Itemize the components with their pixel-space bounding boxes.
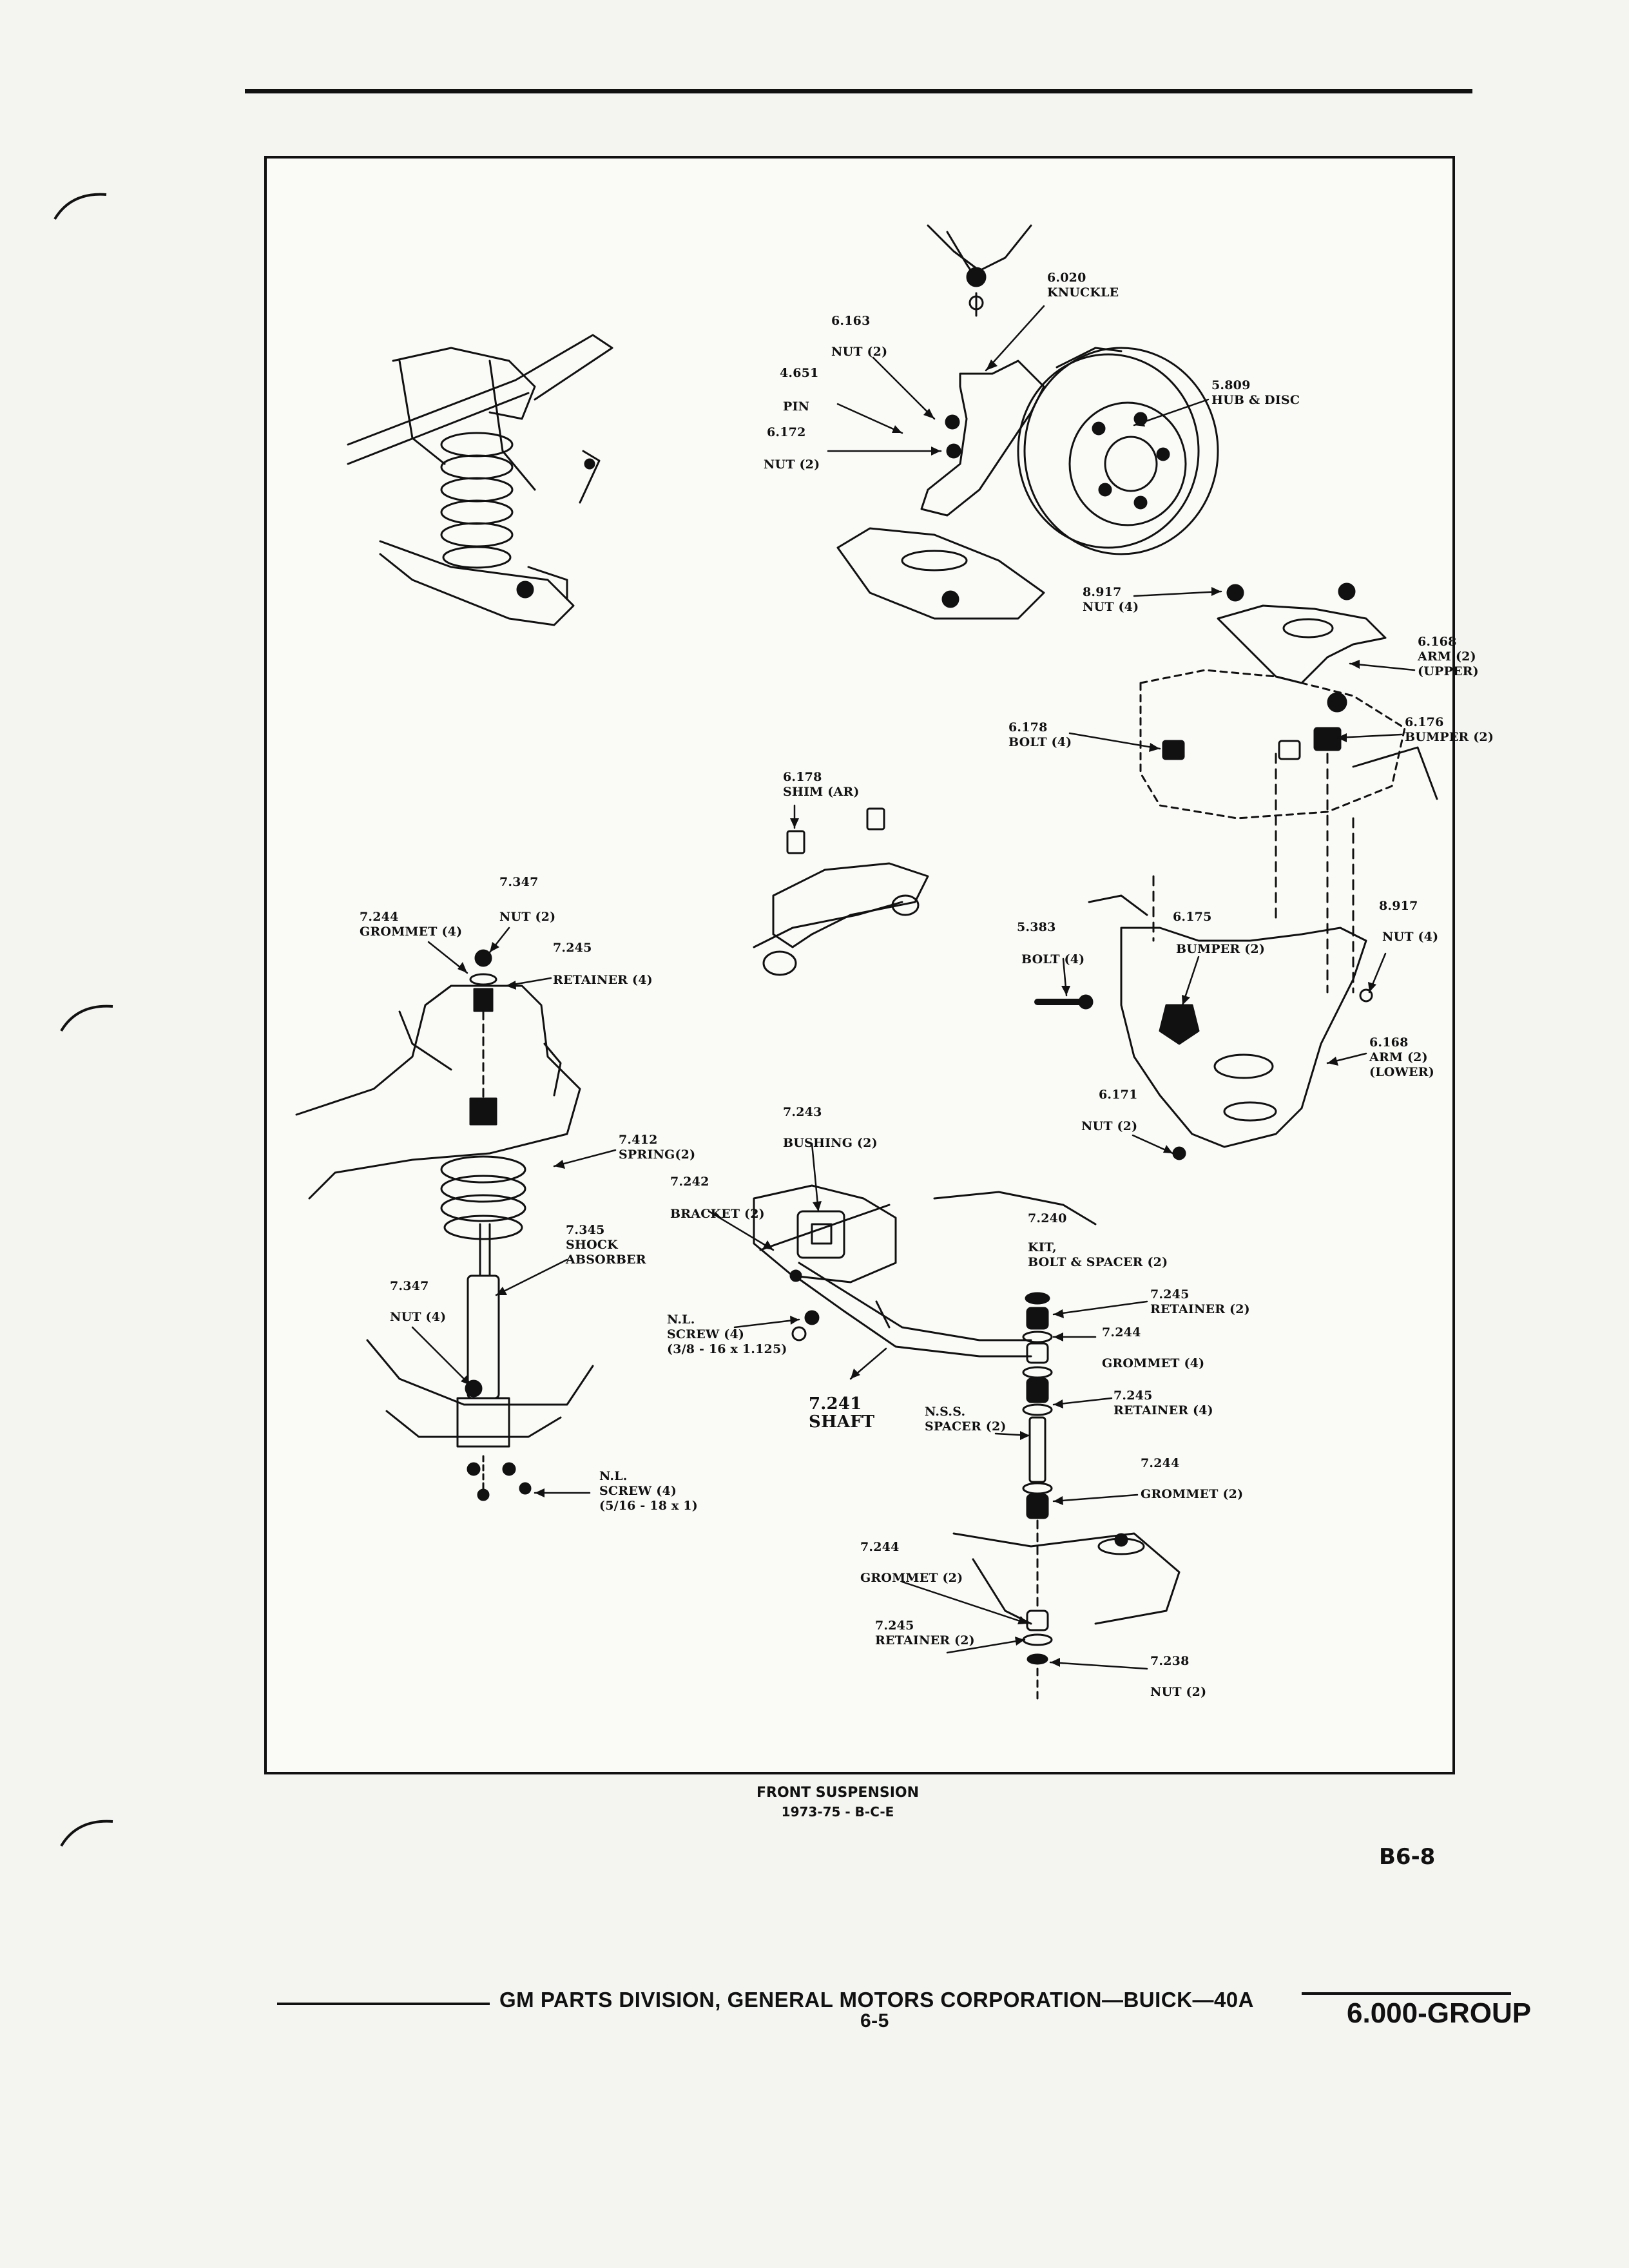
callout-l45: GROMMET (2) <box>1141 1487 1244 1501</box>
callout-l51: NUT (2) <box>1150 1685 1207 1699</box>
page-code: B6-8 <box>1379 1844 1436 1870</box>
callout-l27: NUT (2) <box>1081 1119 1138 1133</box>
callout-l24: NUT (4) <box>1382 930 1439 944</box>
callout-l29: BUSHING (2) <box>783 1136 878 1150</box>
callout-l22: BOLT (4) <box>1021 952 1085 966</box>
knuckle-hub-illustration <box>836 224 1219 620</box>
callout-l36: 7.347 <box>390 1279 429 1293</box>
callout-l1: 6.020 KNUCKLE <box>1047 271 1119 300</box>
callout-l49: 7.245 RETAINER (2) <box>875 1619 975 1648</box>
spring-frame-illustration <box>347 334 613 626</box>
stabilizer-shaft-illustration <box>753 1184 1097 1358</box>
callout-l35: KIT, BOLT & SPACER (2) <box>1028 1240 1168 1269</box>
callout-l15: 7.244 GROMMET (4) <box>360 910 463 939</box>
callout-l14: 7.347 <box>499 875 539 889</box>
callout-l7: NUT (2) <box>764 457 820 472</box>
callout-l33: 7.240 <box>1028 1211 1067 1225</box>
callout-l8: 5.809 HUB & DISC <box>1211 378 1300 407</box>
callout-l41: GROMMET (4) <box>1102 1356 1205 1370</box>
callout-l18: RETAINER (4) <box>553 973 653 987</box>
callout-l12: 6.176 BUMPER (2) <box>1405 715 1494 744</box>
callout-l34: 7.345 SHOCK ABSORBER <box>566 1223 646 1267</box>
callout-l4: 4.651 <box>780 366 819 380</box>
callout-shaft: 7.241 SHAFT <box>809 1394 875 1432</box>
callout-l11: 6.178 BOLT (4) <box>1008 720 1072 749</box>
group-number: 6.000-GROUP <box>1347 1997 1532 2029</box>
shock-absorber-illustration <box>295 949 594 1503</box>
arrow-heads <box>458 360 1376 1667</box>
callout-l2: 6.163 <box>831 314 871 328</box>
callout-l26: 6.171 <box>1099 1088 1138 1102</box>
callout-l13: 6.178 SHIM (AR) <box>783 770 860 799</box>
callout-l20: 6.175 <box>1173 910 1212 924</box>
shim-arm-illustration <box>753 807 929 976</box>
callout-l23: BUMPER (2) <box>1176 942 1266 956</box>
callout-l17: 7.245 <box>553 941 592 955</box>
callout-l10: 6.168 ARM (2) (UPPER) <box>1418 635 1479 678</box>
callout-l28: 7.243 <box>783 1105 822 1119</box>
lower-arm-illustration <box>1034 753 1373 1160</box>
callout-l37: 7.245 RETAINER (2) <box>1150 1287 1250 1316</box>
callout-l38: NUT (4) <box>390 1310 447 1324</box>
link-bolt-illustration <box>952 1292 1181 1702</box>
callout-l39: N.L. SCREW (4) (3/8 - 16 x 1.125) <box>667 1312 787 1356</box>
diagram-caption-subtitle: 1973-75 - B-C-E <box>781 1804 894 1820</box>
callout-l42: 7.245 RETAINER (4) <box>1113 1389 1213 1418</box>
callout-l6: 6.172 <box>767 425 806 439</box>
callout-l48: GROMMET (2) <box>860 1571 963 1585</box>
callout-l43: N.S.S. SPACER (2) <box>925 1405 1007 1434</box>
binder-hole-mark <box>60 1004 113 1032</box>
callout-l3: NUT (2) <box>831 345 888 359</box>
callout-l30: 7.412 SPRING(2) <box>619 1133 696 1162</box>
upper-arm-illustration <box>1139 582 1438 994</box>
binder-hole-mark <box>60 1820 113 1847</box>
callout-l44: 7.244 <box>1141 1456 1180 1470</box>
callout-l40: 7.244 <box>1102 1325 1141 1340</box>
callout-l25: 6.168 ARM (2) (LOWER) <box>1369 1035 1434 1079</box>
callout-l9: 8.917 NUT (4) <box>1083 585 1139 614</box>
callout-l47: 7.244 <box>860 1540 900 1554</box>
header-rule <box>245 89 1472 93</box>
footer-publisher: GM PARTS DIVISION, GENERAL MOTORS CORPOR… <box>499 1988 1254 2012</box>
callout-l16: NUT (2) <box>499 910 556 924</box>
callout-l46: N.L. SCREW (4) (5/16 - 18 x 1) <box>599 1469 698 1513</box>
footer-rule-right <box>1302 1992 1511 1995</box>
footer-page-number: 6-5 <box>860 2010 889 2032</box>
callout-l31: 7.242 <box>670 1175 709 1189</box>
callout-l19: 5.383 <box>1017 920 1056 934</box>
diagram-caption-title: FRONT SUSPENSION <box>756 1785 919 1801</box>
callout-l50: 7.238 <box>1150 1654 1190 1668</box>
callout-l21: 8.917 <box>1379 899 1418 913</box>
callout-l5: PIN <box>783 399 810 414</box>
footer-rule-left <box>277 2003 490 2005</box>
binder-hole-mark <box>53 193 107 220</box>
callout-l32: BRACKET (2) <box>670 1207 765 1221</box>
